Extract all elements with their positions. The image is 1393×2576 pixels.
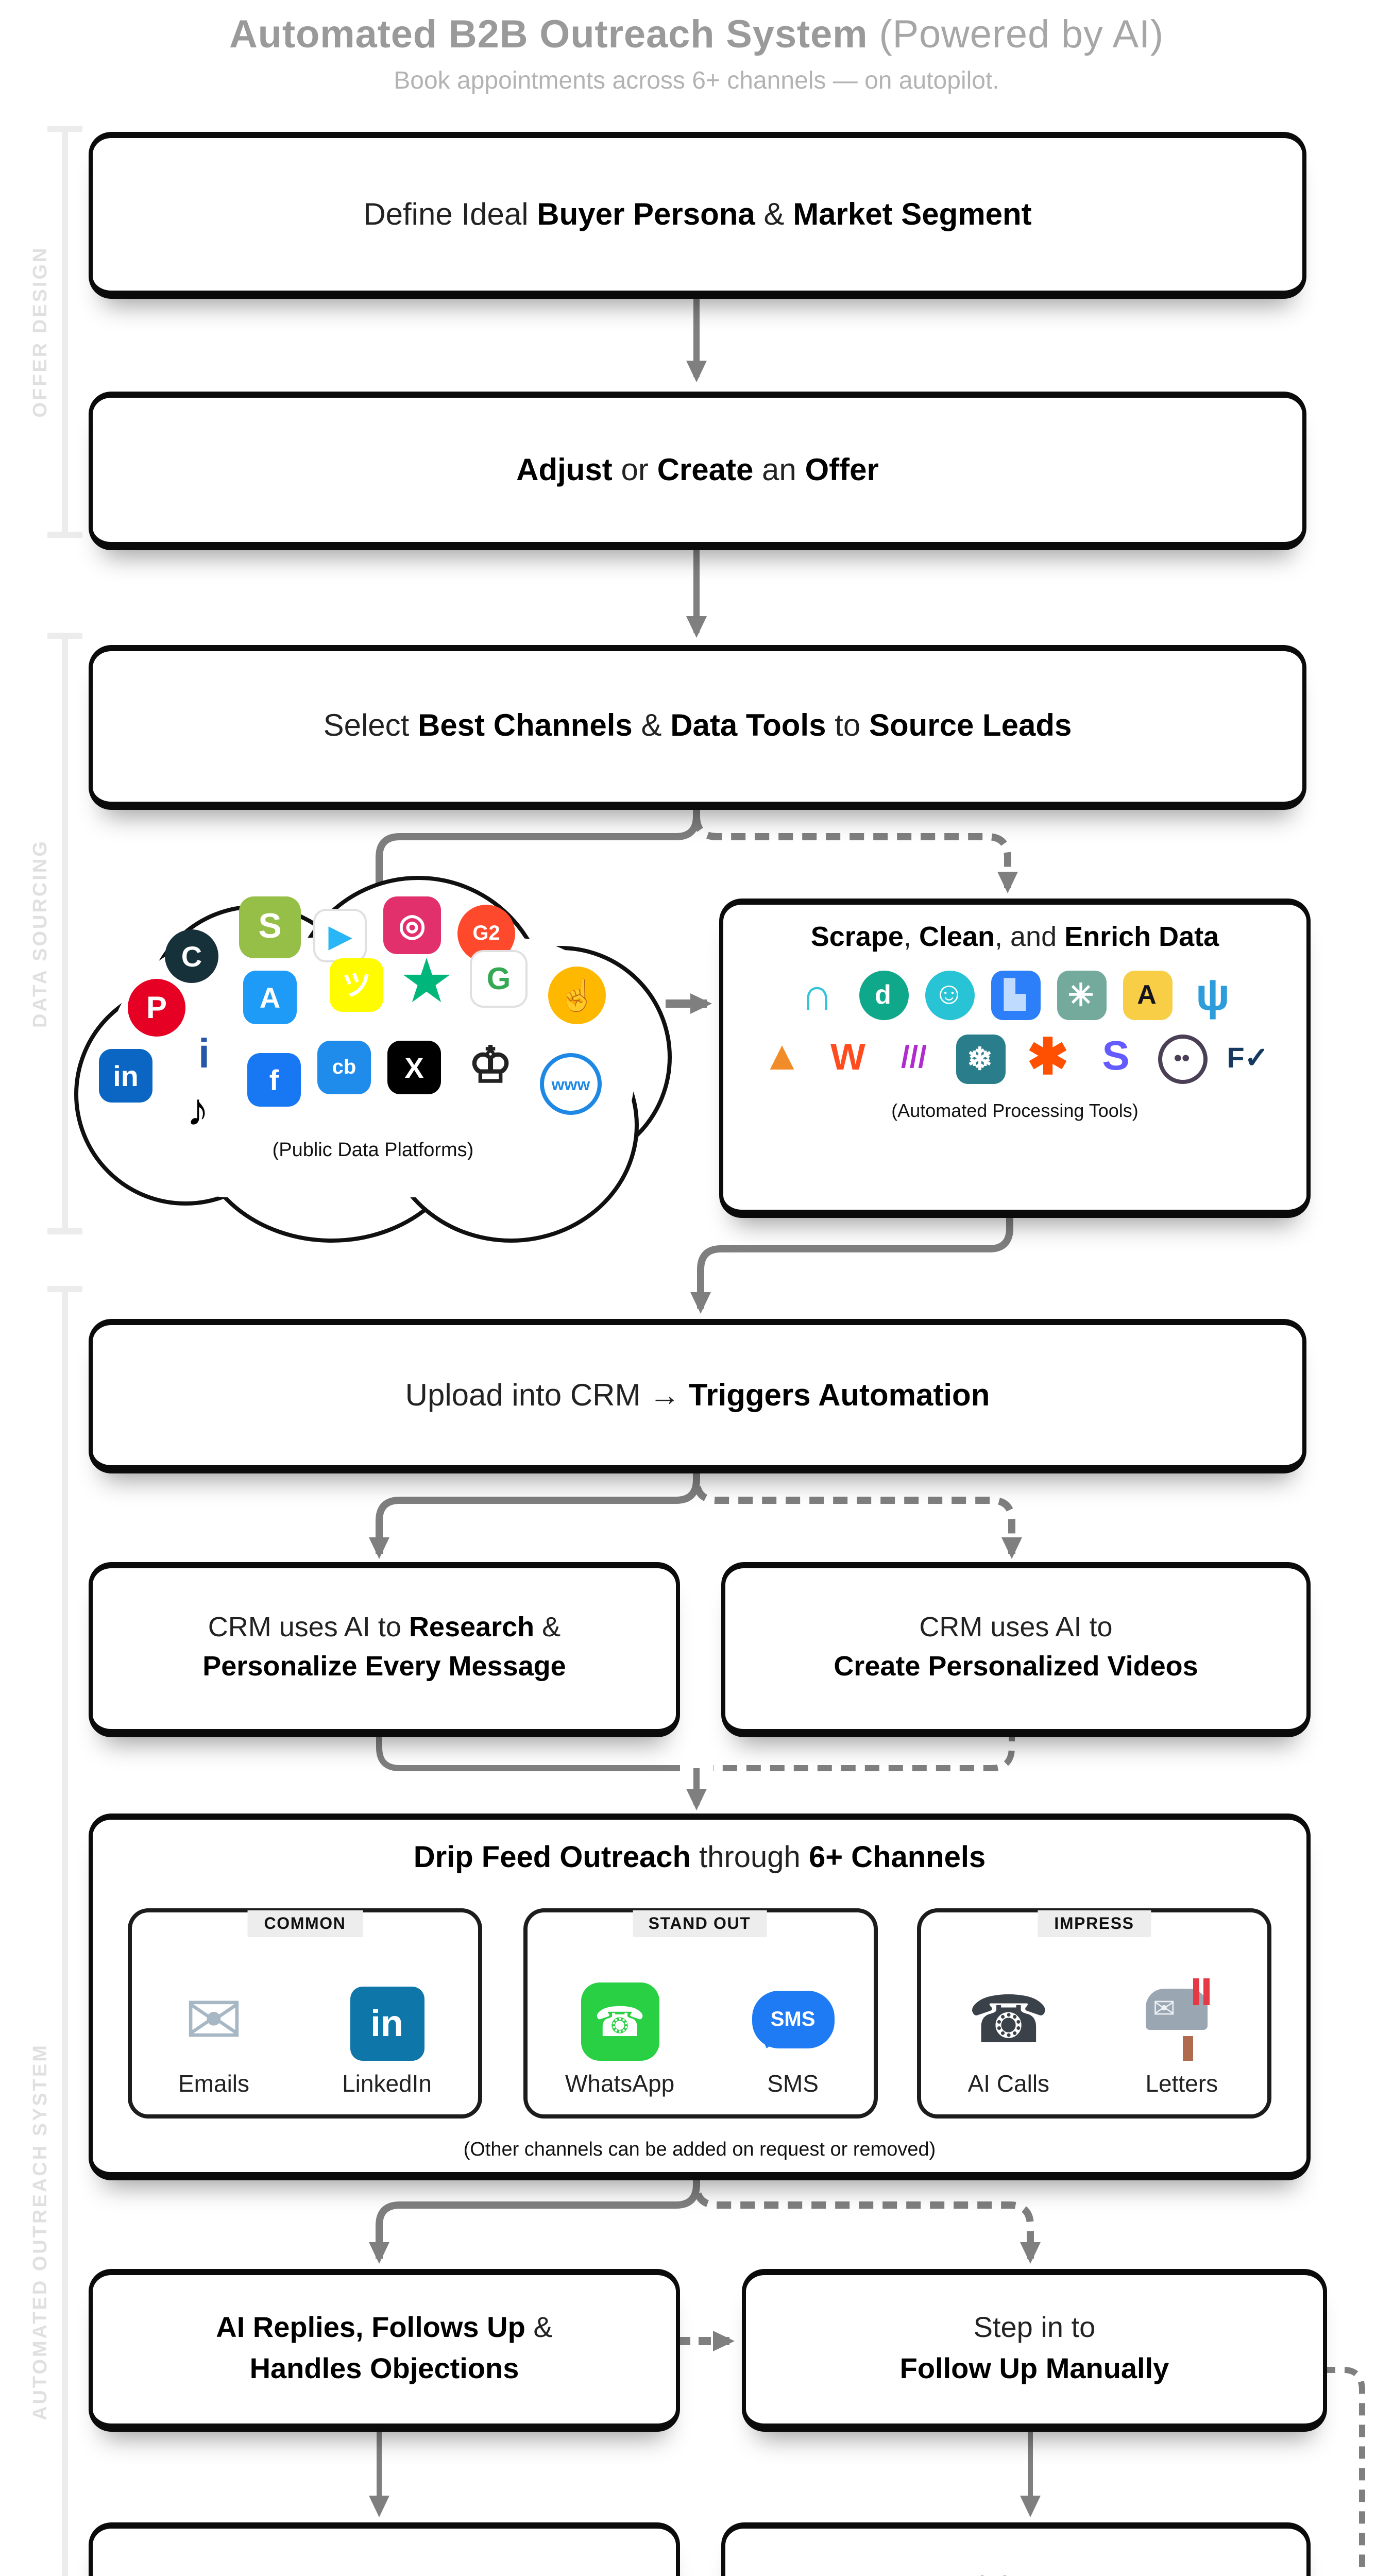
channel-label: Emails xyxy=(178,2074,250,2099)
drip-title: Drip Feed Outreach through 6+ Channels xyxy=(413,1842,986,1875)
section-bracket-automated-outreach: AUTOMATED OUTREACH SYSTEM xyxy=(30,1286,82,2576)
app-store-icon: A xyxy=(243,971,297,1024)
instagram-icon: ◎ xyxy=(383,896,441,954)
phantombuster-icon: ∩ xyxy=(801,970,834,1020)
openai-icon: ✳ xyxy=(1056,970,1106,1020)
drip-note: (Other channels can be added on request … xyxy=(463,2140,936,2163)
crunchbase-icon: cb xyxy=(317,1041,371,1094)
channel-label: SMS xyxy=(767,2074,819,2099)
cloud-caption: (Public Data Platforms) xyxy=(272,1140,474,1162)
channel-label: WhatsApp xyxy=(565,2074,675,2099)
channel-linkedin: in LinkedIn xyxy=(342,1987,432,2098)
drip-channel-groups: COMMON ✉ Emails in LinkedIn STAND OUT ☎ … xyxy=(128,1909,1271,2120)
section-bracket-offer-design: OFFER DESIGN xyxy=(30,126,82,538)
page-title-suffix: (Powered by AI) xyxy=(868,14,1164,58)
phone-handset-icon: ☎ xyxy=(967,1983,1050,2058)
clutch-icon: C xyxy=(165,929,218,983)
channel-label: Letters xyxy=(1145,2074,1218,2099)
octoparse-icon: ψ xyxy=(1195,970,1230,1020)
page-subtitle: Book appointments across 6+ channels — o… xyxy=(394,66,999,95)
dropcontact-icon: d xyxy=(858,970,908,1020)
node-label: AI Replies, Follows Up &Handles Objectio… xyxy=(216,2311,553,2384)
linkedin-icon: in xyxy=(99,1049,152,1103)
pinterest-icon: P xyxy=(128,979,185,1037)
node-label: CRM uses AI to Research &Personalize Eve… xyxy=(202,1612,566,1682)
zapier-icon: ✱ xyxy=(1027,1032,1069,1086)
sms-bubble-icon: SMS xyxy=(752,1991,835,2049)
node-drip-feed-outreach: Drip Feed Outreach through 6+ Channels C… xyxy=(89,1814,1311,2180)
node-ai-books-appointment: AI Books Appointment xyxy=(89,2522,680,2576)
channel-group-common: COMMON ✉ Emails in LinkedIn xyxy=(128,1909,482,2120)
node-select-channels-data-tools: Select Best Channels & Data Tools to Sou… xyxy=(89,645,1306,810)
node-crm-research-personalize: CRM uses AI to Research &Personalize Eve… xyxy=(89,1562,680,1737)
companies-house-icon: ♔ xyxy=(468,1038,513,1093)
facebook-icon: f xyxy=(247,1053,301,1107)
channel-whatsapp: ☎ WhatsApp xyxy=(565,1983,674,2098)
airscale-a-icon: A xyxy=(1122,970,1171,1020)
node-label: Select Best Channels & Data Tools to Sou… xyxy=(323,709,1072,744)
email-envelope-icon: ✉ xyxy=(184,1983,243,2062)
indeed-icon: i xyxy=(198,1032,210,1077)
node-label: Define Ideal Buyer Persona & Market Segm… xyxy=(363,197,1032,232)
letter-glyph: ✉ xyxy=(1152,1993,1176,2025)
anymail-kite-icon: ▲ xyxy=(761,1035,803,1081)
findymail-icon: F✓ xyxy=(1227,1041,1269,1075)
neverbounce-bot-icon: ☺ xyxy=(924,970,974,1020)
channel-ai-calls: ☎ AI Calls xyxy=(967,1979,1049,2098)
mailbox-icon: ✉ xyxy=(1142,1979,1221,2062)
channel-sms: SMS SMS xyxy=(752,1991,835,2099)
make-icon: /// xyxy=(901,1041,927,1077)
node-label: Send them to a(Personalized) Website xyxy=(838,2568,1194,2576)
header: Automated B2B Outreach System (Powered b… xyxy=(0,14,1393,95)
channel-emails: ✉ Emails xyxy=(178,1983,249,2098)
node-label: Adjust or Create an Offer xyxy=(516,452,879,487)
channel-label: AI Calls xyxy=(967,2074,1050,2099)
node-upload-into-crm: Upload into CRM → Triggers Automation xyxy=(89,1319,1306,1473)
trustpilot-icon: ★ xyxy=(402,950,451,1011)
www-globe-icon: www xyxy=(540,1053,602,1115)
linkedin-icon: in xyxy=(350,1987,424,2062)
channel-label: LinkedIn xyxy=(342,2074,432,2099)
x-twitter-icon: X xyxy=(387,1041,441,1094)
whatsapp-icon: ☎ xyxy=(581,1983,659,2062)
processing-tools-row-2: ▲ W /// ❄ ✱ S •• F✓ xyxy=(757,1032,1272,1086)
node-label: Scrape, Clean, and Enrich Data xyxy=(810,921,1219,952)
pingen-star-icon: ❄ xyxy=(955,1034,1005,1084)
google-maps-icon: G xyxy=(470,950,528,1008)
channel-group-impress: IMPRESS ☎ AI Calls ✉ Letters xyxy=(917,1909,1271,2120)
channel-letters: ✉ Letters xyxy=(1142,1979,1221,2099)
node-send-to-personalized-website: Send them to a(Personalized) Website xyxy=(721,2522,1311,2576)
yellow-pages-icon: ☝ xyxy=(548,967,606,1024)
node-define-buyer-persona: Define Ideal Buyer Persona & Market Segm… xyxy=(89,132,1306,299)
group-badge: IMPRESS xyxy=(1038,1911,1151,1938)
snov-wolf-icon: W xyxy=(830,1037,865,1079)
snapchat-icon: ツ xyxy=(330,958,383,1012)
page-title: Automated B2B Outreach System (Powered b… xyxy=(229,14,1164,58)
node-label: Upload into CRM → Triggers Automation xyxy=(405,1378,990,1413)
channel-group-stand-out: STAND OUT ☎ WhatsApp SMS SMS xyxy=(522,1909,877,2120)
smartlead-s-icon: S xyxy=(1102,1035,1130,1081)
robot-face-icon: •• xyxy=(1157,1034,1207,1084)
node-ai-replies-follows-up: AI Replies, Follows Up &Handles Objectio… xyxy=(89,2269,680,2432)
google-play-icon: ▶ xyxy=(313,909,367,962)
tiktok-icon: ♪ xyxy=(186,1086,209,1136)
node-adjust-or-create-offer: Adjust or Create an Offer xyxy=(89,392,1306,550)
shopify-icon: S xyxy=(239,896,301,958)
section-bracket-data-sourcing: DATA SOURCING xyxy=(30,633,82,1234)
group-badge: COMMON xyxy=(247,1911,363,1938)
processing-caption: (Automated Processing Tools) xyxy=(891,1100,1139,1121)
clay-icon: ▙ xyxy=(990,970,1040,1020)
group-badge: STAND OUT xyxy=(632,1911,768,1938)
